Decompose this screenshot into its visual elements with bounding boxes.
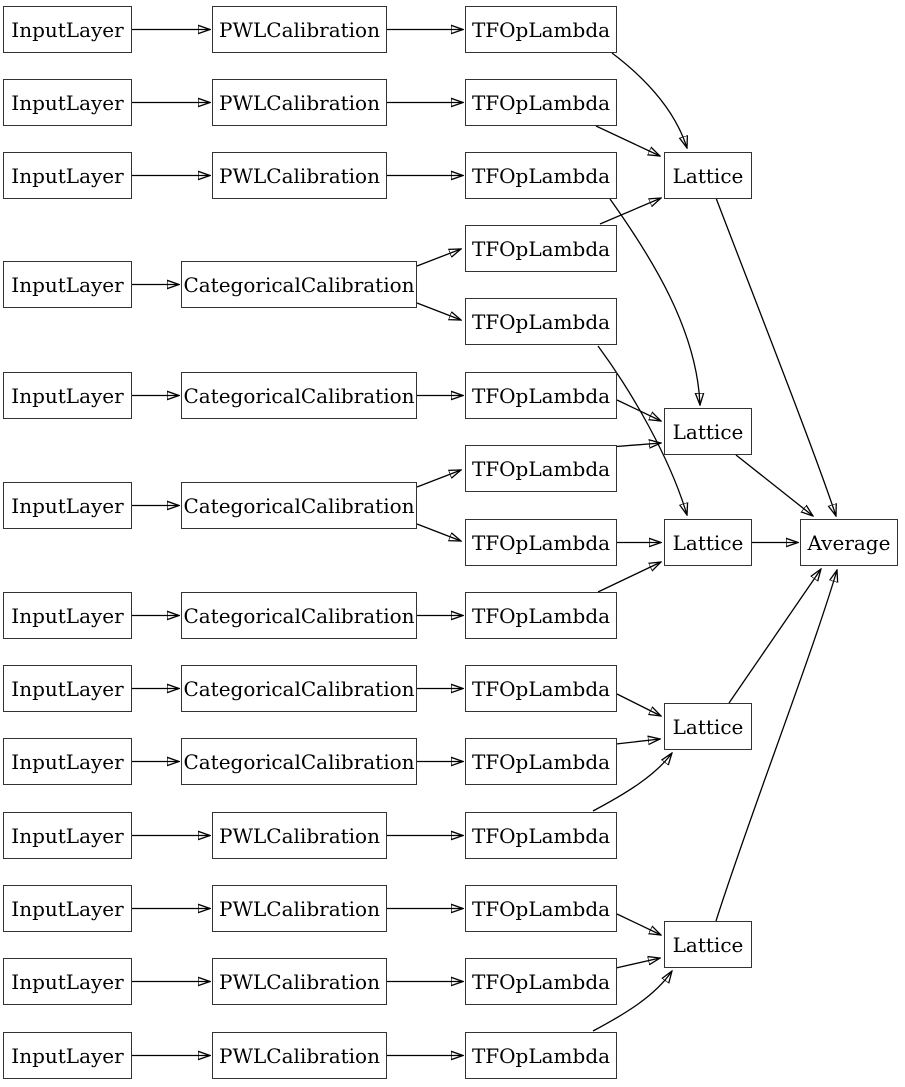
node-tfoplambda-3: TFOpLambda — [465, 152, 617, 199]
edge-tfop10-lattice4 — [616, 693, 661, 716]
node-categorical-calibration-1: CategoricalCalibration — [181, 261, 417, 308]
node-input-layer-6: InputLayer — [3, 482, 132, 529]
edge-tfop3-lattice2 — [609, 198, 700, 405]
edge-tfop9-lattice3 — [597, 562, 661, 593]
node-lattice-4: Lattice — [664, 703, 752, 750]
edge-cat6-tfop8 — [416, 523, 461, 541]
node-lattice-5: Lattice — [664, 921, 752, 968]
edge-lattice1-average — [715, 197, 836, 516]
node-lattice-3: Lattice — [664, 519, 752, 566]
node-pwl-calibration-2: PWLCalibration — [212, 79, 387, 126]
node-input-layer-12: InputLayer — [3, 958, 132, 1005]
node-pwl-calibration-7: PWLCalibration — [212, 1032, 387, 1079]
node-tfoplambda-5: TFOpLambda — [465, 298, 617, 345]
edge-cat6-tfop7 — [416, 470, 461, 488]
edge-tfop13-lattice5 — [616, 913, 661, 935]
node-input-layer-11: InputLayer — [3, 885, 132, 932]
edge-cat4-tfop5 — [416, 302, 461, 320]
edge-tfop6-lattice2 — [616, 399, 661, 421]
node-input-layer-7: InputLayer — [3, 592, 132, 639]
node-input-layer-8: InputLayer — [3, 665, 132, 712]
node-tfoplambda-14: TFOpLambda — [465, 958, 617, 1005]
node-input-layer-9: InputLayer — [3, 738, 132, 785]
edge-lattice5-average — [715, 570, 837, 922]
node-pwl-calibration-4: PWLCalibration — [212, 812, 387, 859]
edge-tfop4-lattice1 — [599, 198, 661, 225]
node-tfoplambda-13: TFOpLambda — [465, 885, 617, 932]
edge-tfop12-lattice4 — [592, 753, 672, 812]
edge-tfop7-lattice2 — [609, 443, 661, 447]
edge-tfop15-lattice5 — [592, 971, 672, 1032]
node-input-layer-3: InputLayer — [3, 152, 132, 199]
node-tfoplambda-9: TFOpLambda — [465, 592, 617, 639]
edge-tfop5-lattice3 — [597, 345, 687, 515]
node-tfoplambda-12: TFOpLambda — [465, 812, 617, 859]
node-pwl-calibration-5: PWLCalibration — [212, 885, 387, 932]
node-categorical-calibration-3: CategoricalCalibration — [181, 482, 417, 529]
edge-lattice4-average — [728, 569, 821, 704]
edge-lattice2-average — [735, 454, 813, 516]
node-categorical-calibration-2: CategoricalCalibration — [181, 372, 417, 419]
node-tfoplambda-11: TFOpLambda — [465, 738, 617, 785]
edge-tfop2-lattice1 — [595, 125, 660, 156]
node-input-layer-5: InputLayer — [3, 372, 132, 419]
node-pwl-calibration-3: PWLCalibration — [212, 152, 387, 199]
node-average: Average — [800, 519, 898, 566]
node-tfoplambda-1: TFOpLambda — [465, 6, 617, 53]
node-pwl-calibration-1: PWLCalibration — [212, 6, 387, 53]
node-categorical-calibration-6: CategoricalCalibration — [181, 738, 417, 785]
node-tfoplambda-4: TFOpLambda — [465, 225, 617, 272]
edge-cat4-tfop4 — [416, 249, 461, 267]
node-lattice-1: Lattice — [664, 152, 752, 199]
node-tfoplambda-15: TFOpLambda — [465, 1032, 617, 1079]
node-input-layer-2: InputLayer — [3, 79, 132, 126]
node-lattice-2: Lattice — [664, 408, 752, 455]
node-tfoplambda-7: TFOpLambda — [465, 445, 617, 492]
node-input-layer-13: InputLayer — [3, 1032, 132, 1079]
node-input-layer-4: InputLayer — [3, 261, 132, 308]
edge-tfop14-lattice5 — [615, 958, 660, 969]
node-categorical-calibration-5: CategoricalCalibration — [181, 665, 417, 712]
node-tfoplambda-10: TFOpLambda — [465, 665, 617, 712]
node-tfoplambda-8: TFOpLambda — [465, 519, 617, 566]
node-tfoplambda-2: TFOpLambda — [465, 79, 617, 126]
node-input-layer-10: InputLayer — [3, 812, 132, 859]
node-pwl-calibration-6: PWLCalibration — [212, 958, 387, 1005]
node-categorical-calibration-4: CategoricalCalibration — [181, 592, 417, 639]
edge-tfop11-lattice4 — [615, 739, 660, 744]
node-input-layer-1: InputLayer — [3, 6, 132, 53]
edge-tfop1-lattice1 — [611, 52, 687, 148]
node-tfoplambda-6: TFOpLambda — [465, 372, 617, 419]
